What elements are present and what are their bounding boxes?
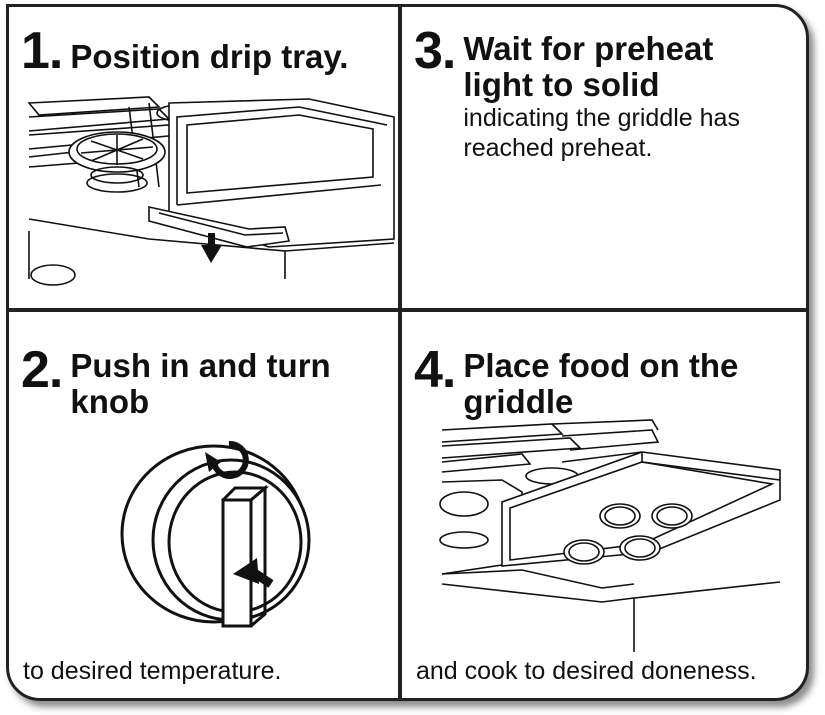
step-3-number: 3. [414, 22, 456, 80]
step-4-number: 4. [414, 341, 456, 399]
step-2-title: Push in and turn knob [70, 347, 331, 420]
rotate-arrow-icon [205, 440, 249, 479]
step-3-subtitle: indicating the griddle has reached prehe… [463, 104, 740, 162]
step-4-caption: and cook to desired doneness. [416, 657, 757, 685]
drip-tray-illustration [27, 96, 395, 286]
step-1-title: Position drip tray. [70, 38, 349, 75]
step-3-title: Wait for preheat light to solid [463, 30, 714, 103]
step-2-caption: to desired temperature. [23, 657, 282, 685]
down-arrow-icon [201, 233, 222, 263]
step-3-panel: 3. Wait for preheat light to solid indic… [402, 7, 806, 308]
control-knob-illustration [120, 440, 311, 628]
step-4-title: Place food on the griddle [463, 347, 739, 420]
step-4-panel: 4. Place food on the griddle [402, 312, 806, 698]
griddle-food-illustration [439, 419, 781, 652]
panel-divider-horizontal [9, 308, 806, 312]
step-2-number: 2. [21, 341, 63, 399]
step-1-panel: 1. Position drip tray. [9, 7, 398, 308]
step-2-panel: 2. Push in and turn knob to desired temp… [9, 312, 398, 698]
panel-divider-vertical [398, 7, 402, 698]
push-arrow-icon [233, 558, 274, 588]
step-1-number: 1. [21, 22, 63, 80]
instruction-card: 1. Position drip tray. [6, 4, 809, 701]
